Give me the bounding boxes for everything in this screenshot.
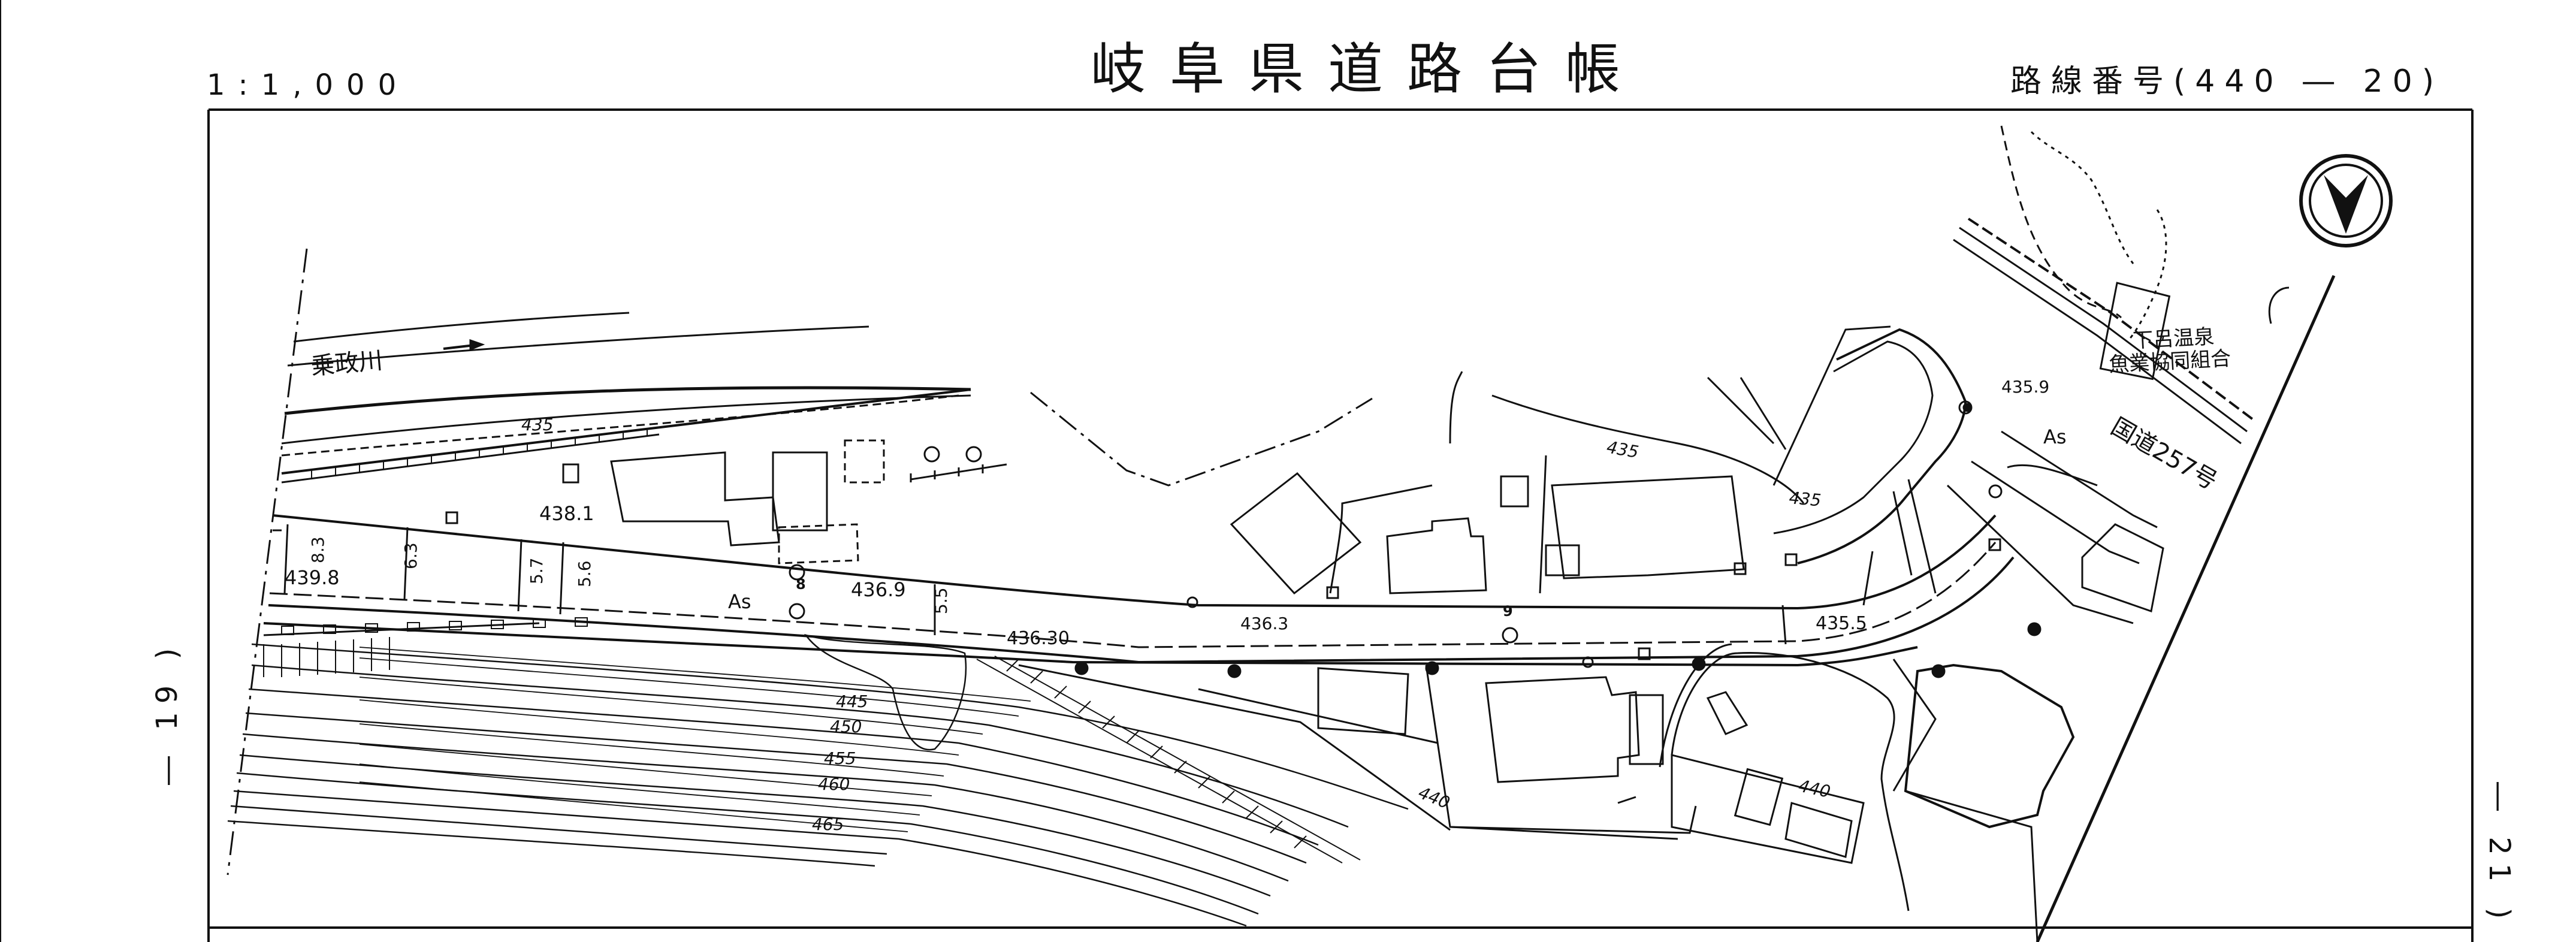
spot-height: 436.3 — [1240, 614, 1288, 633]
contour-label: 440 — [1797, 776, 1832, 802]
page-title: 岐阜県道路台帳 — [1091, 37, 1645, 101]
width-label: 8.3 — [308, 536, 328, 563]
route-number: 路線番号(440 ― 20) — [2010, 64, 2444, 99]
road-marker-label: 8 — [796, 576, 806, 593]
contour-label: 465 — [812, 814, 844, 834]
spot-height: 435.5 — [1816, 613, 1867, 634]
surface-as-right: As — [2043, 425, 2067, 448]
map-frame — [207, 108, 2474, 942]
spot-height: 436.30 — [1007, 628, 1070, 649]
surface-as-left: As — [728, 590, 751, 613]
facility-label-1: 下呂温泉 — [2132, 325, 2215, 353]
facility-label-2: 魚業協同組合 — [2108, 346, 2231, 377]
national-road-label: 国道257号 — [2106, 413, 2222, 496]
width-label: 5.7 — [527, 557, 546, 584]
contour-label: 445 — [836, 692, 868, 711]
contour-label: 460 — [818, 774, 850, 794]
width-label: 5.6 — [575, 560, 594, 587]
spot-height: 436.9 — [851, 578, 906, 601]
road-marker-label: 9 — [1503, 603, 1513, 620]
spot-height: 438.1 — [539, 502, 594, 525]
map-linework — [227, 125, 2336, 942]
map-labels: 乗政川 下呂温泉 魚業協同組合 国道257号 As As 438.1 439.8… — [285, 325, 2231, 834]
contour-label: 435 — [1788, 488, 1822, 511]
north-arrow-icon — [2299, 154, 2393, 247]
contour-label: 435 — [1605, 437, 1640, 462]
spot-height: 439.8 — [285, 566, 340, 589]
contour-label: 450 — [830, 717, 862, 736]
contour-label: 435 — [521, 415, 553, 434]
spot-height: 435.9 — [2001, 377, 2049, 397]
width-label: 6.3 — [401, 542, 421, 569]
contour-label: 455 — [824, 748, 856, 768]
width-label: 5.5 — [931, 587, 951, 614]
river-label: 乗政川 — [310, 347, 384, 381]
map-scale: 1:1,000 — [207, 68, 410, 102]
